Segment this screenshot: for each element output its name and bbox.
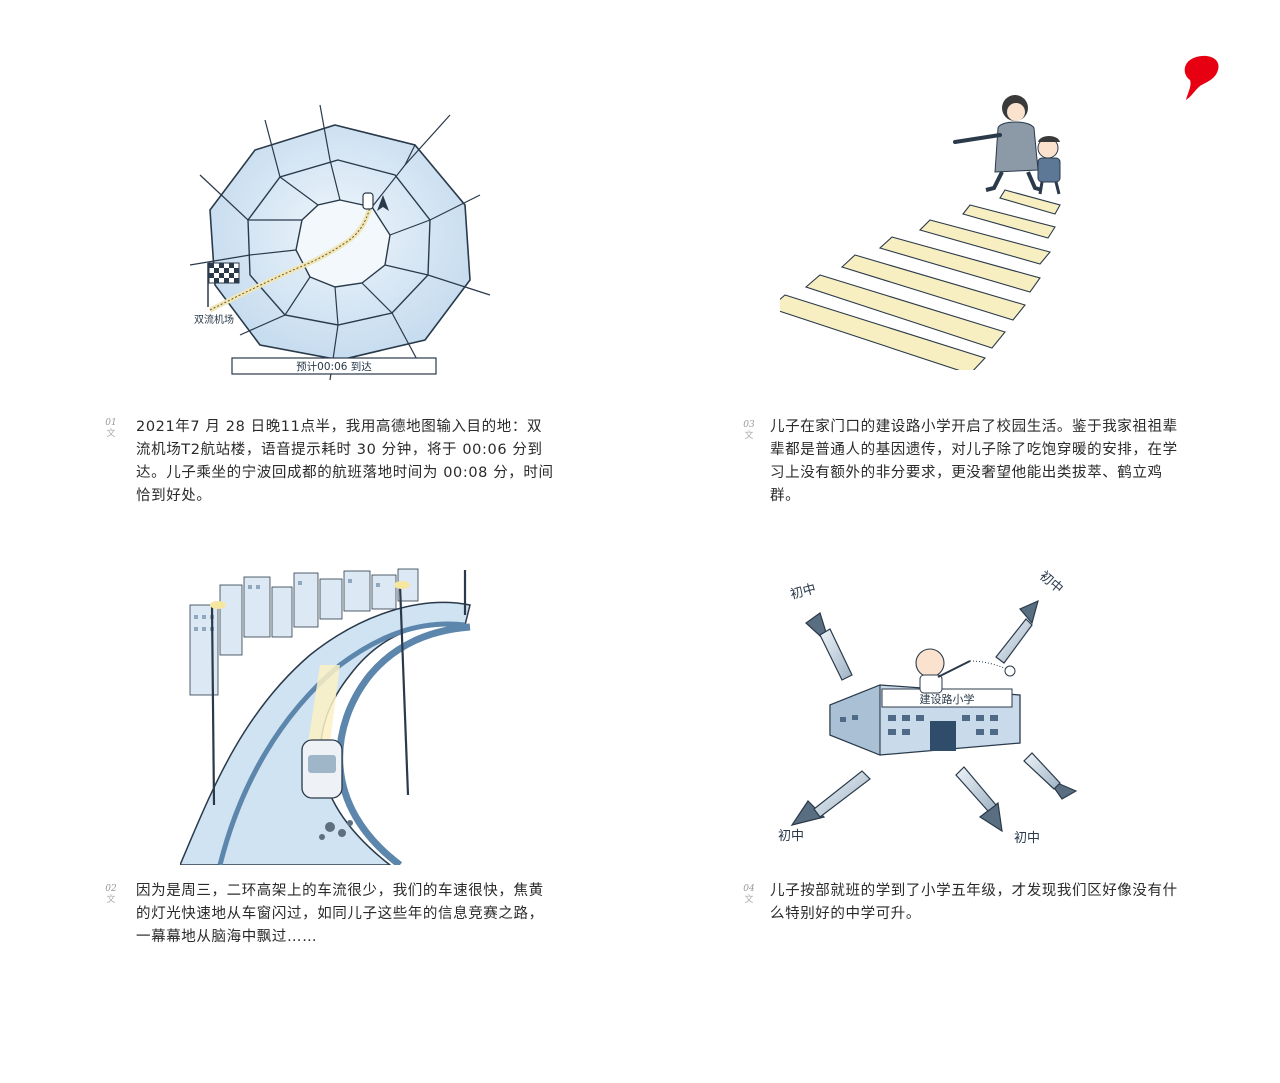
- arrow-label-3: 初中: [1014, 831, 1040, 846]
- child-figure: [1037, 136, 1061, 195]
- checkered-flag-icon: [207, 262, 240, 307]
- arrow-up-left: [805, 612, 853, 681]
- map-label-airport: 双流机场: [194, 313, 234, 326]
- caption-01: 2021年7 月 28 日晚11点半，我用高德地图输入目的地：双流机场T2航站楼…: [136, 416, 556, 508]
- brand-logo-icon: [1184, 55, 1219, 100]
- grandmother-figure: [953, 95, 1043, 192]
- caption-03: 儿子在家门口的建设路小学开启了校园生活。鉴于我家祖祖辈辈都是普通人的基因遗传，对…: [770, 416, 1190, 508]
- illustration-crosswalk: [780, 95, 1061, 370]
- car-icon: [362, 192, 374, 210]
- headlight-beam: [308, 665, 340, 743]
- caption-text-01: 2021年7 月 28 日晚11点半，我用高德地图输入目的地：双流机场T2航站楼…: [136, 419, 554, 504]
- school-building: [829, 684, 1021, 756]
- eta-bar-text: 预计00:06 到达: [296, 360, 372, 373]
- crosswalk-stripes: [780, 189, 1061, 370]
- illustration-elevated-road: [180, 568, 471, 865]
- boy-figure: [915, 648, 1016, 694]
- caption-04: 儿子按部就班的学到了小学五年级，才发现我们区好像没有什么特别好的中学可升。: [770, 880, 1190, 926]
- illustration-school-arrows: 建设路小学 初中 初中 初中 初中: [778, 569, 1078, 846]
- arrow-label-1: 初中: [1036, 569, 1066, 597]
- arrow-label-0: 初中: [789, 582, 818, 603]
- arrow-label-2: 初中: [778, 829, 804, 844]
- route-line: [208, 206, 373, 313]
- car-icon: [301, 739, 343, 799]
- arrow-down-center: [955, 766, 1003, 833]
- caption-02: 因为是周三，二环高架上的车流很少，我们的车速很快，焦黄的灯光快速地从车窗闪过，如…: [136, 880, 556, 949]
- illustration-map: 双流机场 预计00:06 到达: [189, 104, 491, 381]
- arrow-down-left: [790, 770, 871, 826]
- arrow-down-right: [1023, 752, 1078, 800]
- caption-text-02: 因为是周三，二环高架上的车流很少，我们的车速很快，焦黄的灯光快速地从车窗闪过，如…: [136, 883, 544, 945]
- caption-text-04: 儿子按部就班的学到了小学五年级，才发现我们区好像没有什么特别好的中学可升。: [770, 883, 1178, 922]
- streetlights: [210, 570, 467, 806]
- arrow-up-right: [995, 599, 1039, 664]
- caption-text-03: 儿子在家门口的建设路小学开启了校园生活。鉴于我家祖祖辈辈都是普通人的基因遗传，对…: [770, 419, 1178, 504]
- navigation-arrow-icon: [377, 195, 389, 211]
- eta-bar: [231, 357, 437, 375]
- school-sign: 建设路小学: [920, 692, 975, 706]
